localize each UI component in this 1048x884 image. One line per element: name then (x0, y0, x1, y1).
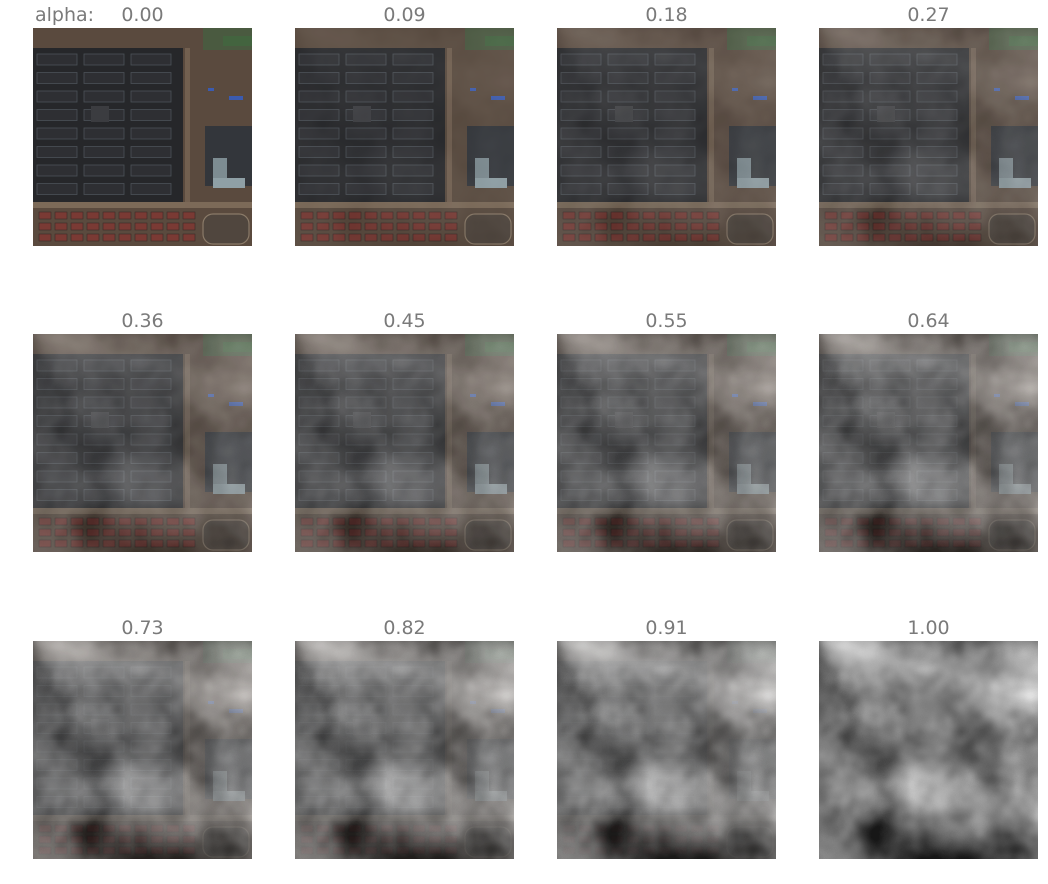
panel-alpha-label: 0.18 (645, 4, 688, 26)
panel-alpha-label: 0.55 (645, 310, 688, 332)
satellite-cloud-blend-image (33, 28, 252, 246)
satellite-cloud-blend-image (557, 28, 776, 246)
panel-alpha-label: 0.09 (383, 4, 426, 26)
satellite-cloud-blend-image (295, 641, 514, 859)
panel-alpha-label: 0.82 (383, 617, 426, 639)
panel-alpha-label: 0.27 (907, 4, 950, 26)
satellite-cloud-blend-image (295, 334, 514, 552)
satellite-cloud-blend-image (819, 28, 1038, 246)
panel-alpha-label: 0.91 (645, 617, 688, 639)
panel-alpha-label: 0.00 (121, 4, 164, 26)
satellite-cloud-blend-image (557, 641, 776, 859)
satellite-cloud-blend-image (33, 641, 252, 859)
satellite-cloud-blend-image (557, 334, 776, 552)
panel-alpha-label: 0.36 (121, 310, 164, 332)
satellite-cloud-blend-image (819, 641, 1038, 859)
panel-alpha-label: 0.45 (383, 310, 426, 332)
satellite-cloud-blend-image (819, 334, 1038, 552)
panel-alpha-label: 0.64 (907, 310, 950, 332)
panel-alpha-label: 0.73 (121, 617, 164, 639)
satellite-cloud-blend-image (295, 28, 514, 246)
panel-alpha-label: 1.00 (907, 617, 950, 639)
alpha-prefix-label: alpha: (35, 4, 95, 26)
satellite-cloud-blend-image (33, 334, 252, 552)
